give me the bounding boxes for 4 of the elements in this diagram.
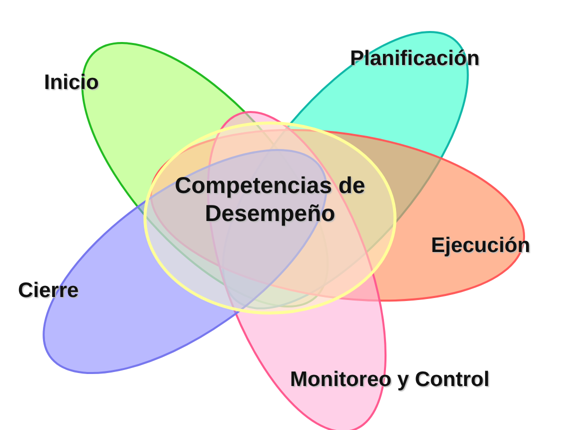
phase-label: Planificación (350, 46, 480, 72)
phase-label: Ejecución (430, 232, 530, 258)
center-title: Competencias de Desempeño (174, 172, 366, 228)
phase-label: Monitoreo y Control (290, 366, 490, 392)
